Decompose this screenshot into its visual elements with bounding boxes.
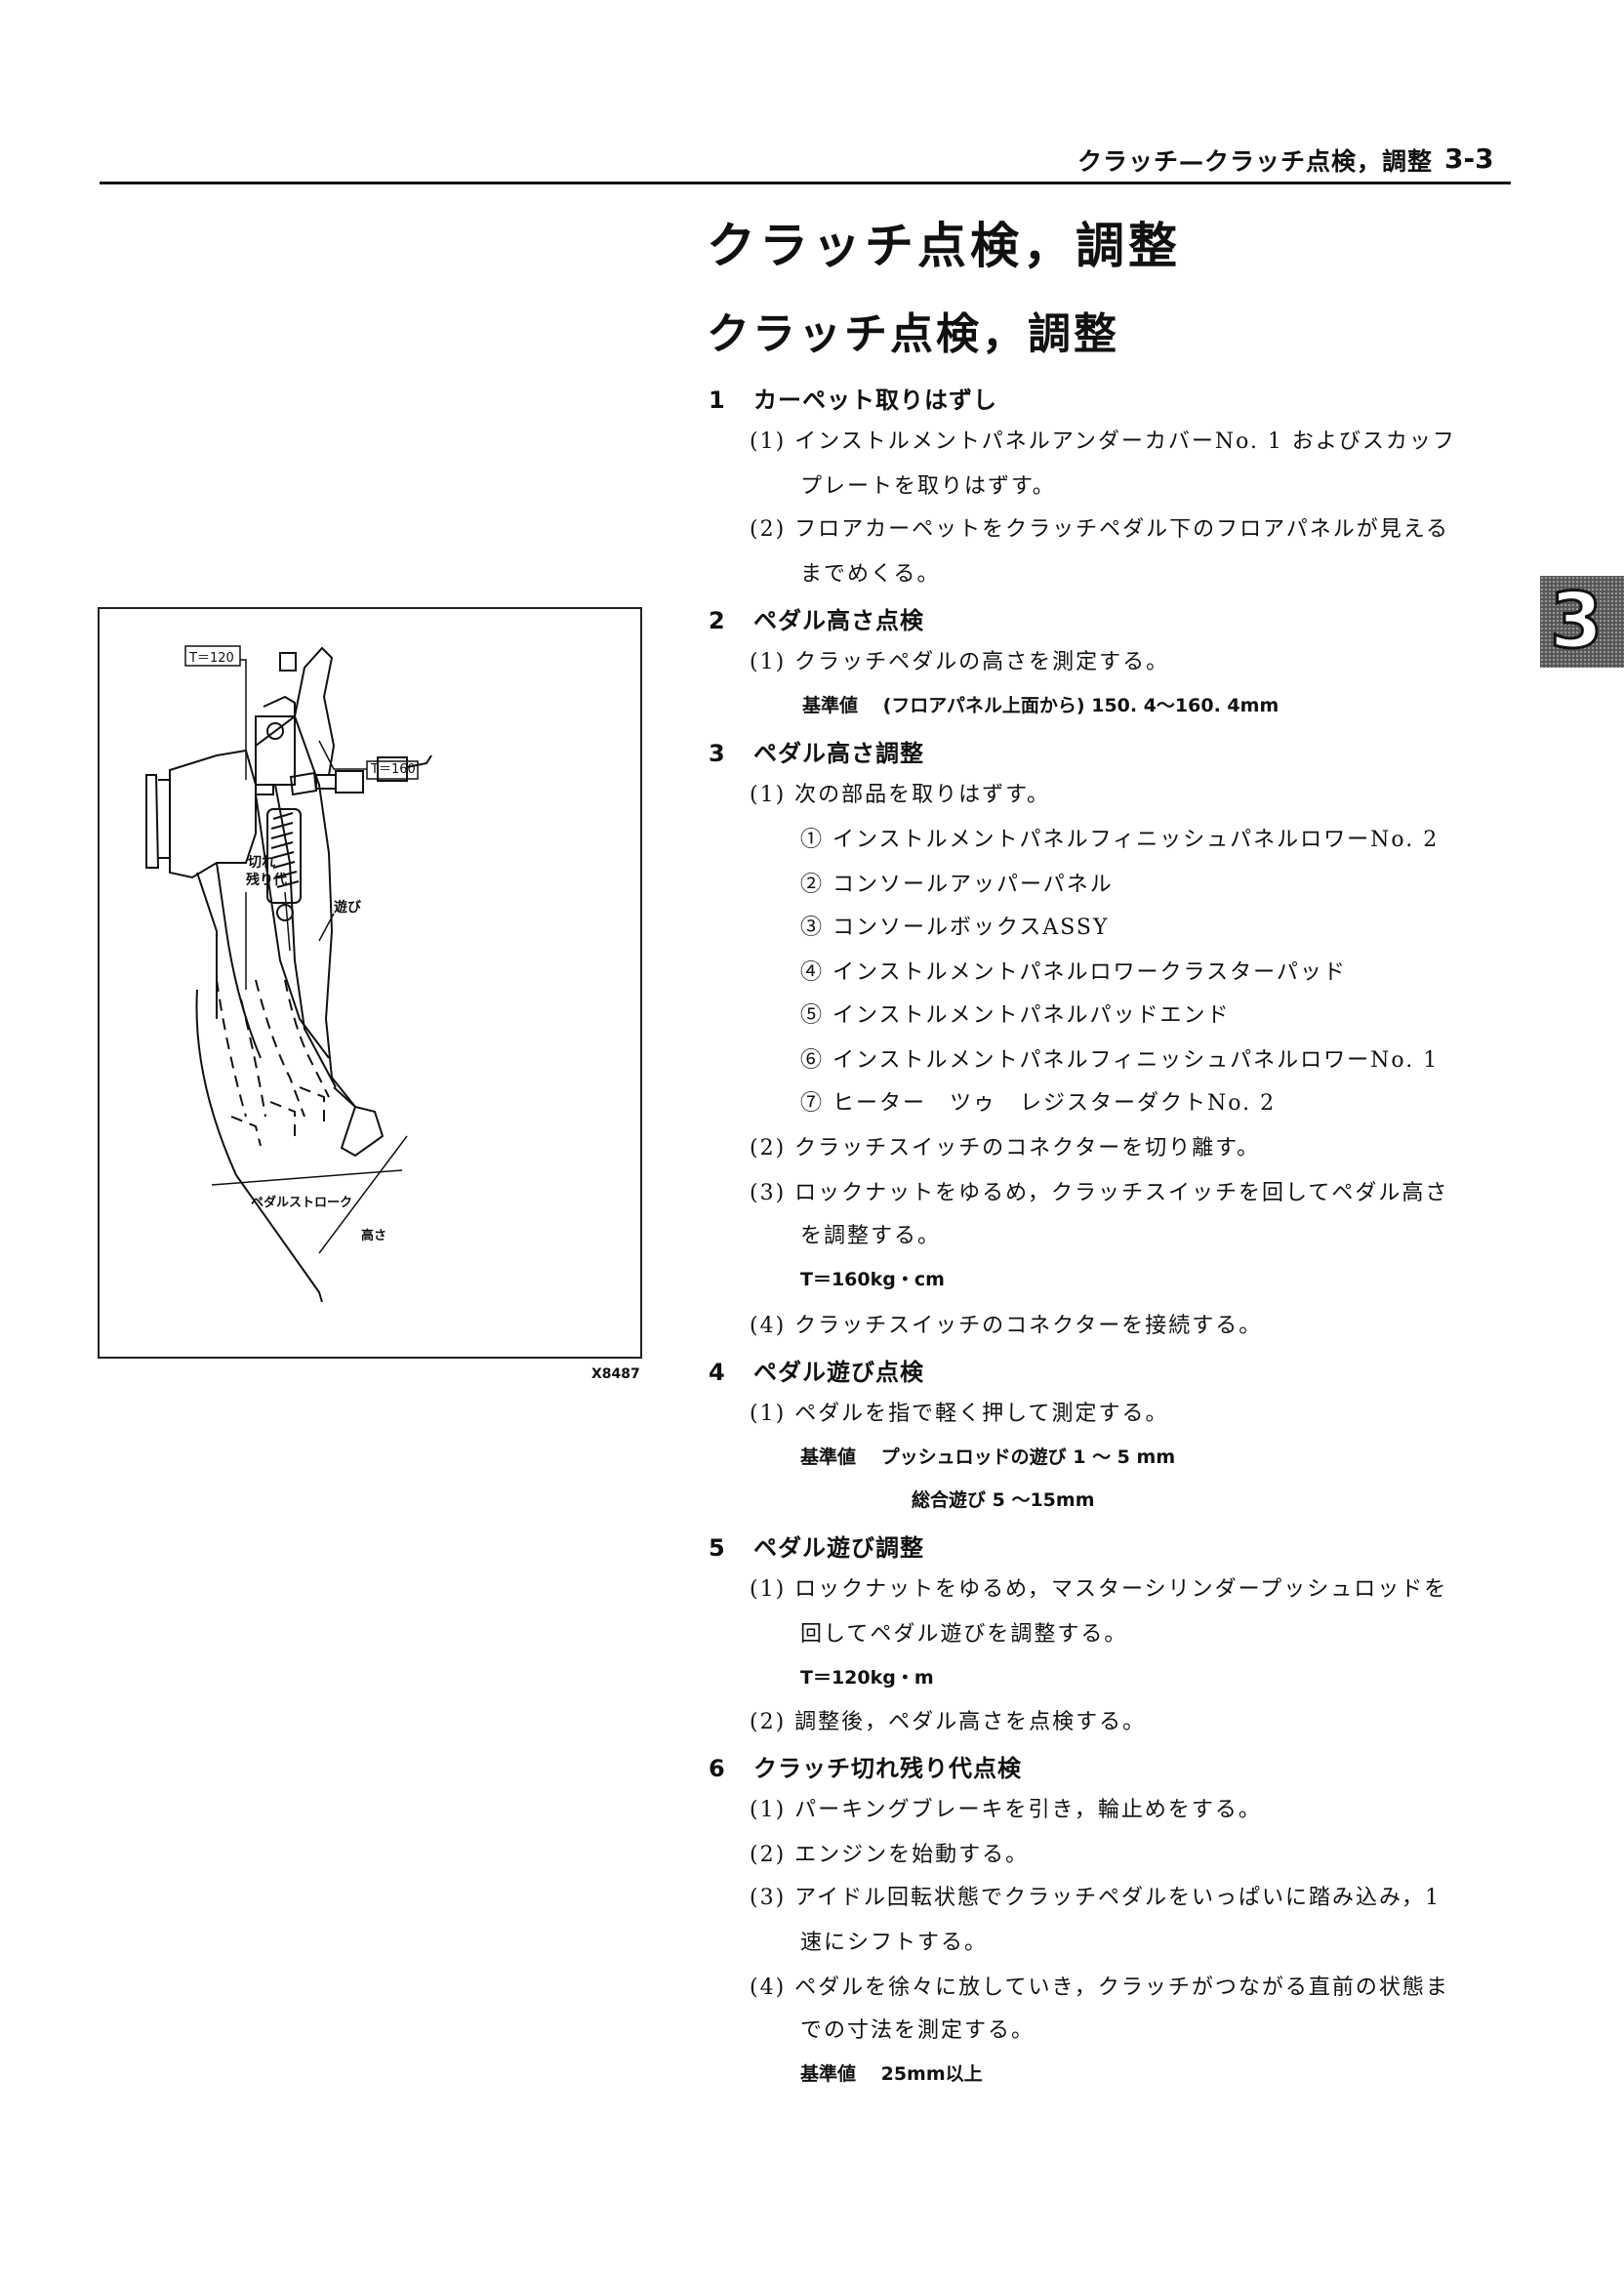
section-2-title: ペダル高さ点検 (753, 607, 924, 634)
section-2-number: 2 (709, 607, 726, 634)
section-3-title: ペダル高さ調整 (753, 740, 924, 767)
label-height: 高さ (361, 1228, 386, 1243)
section-6-standard: 基準値 25mm以上 (800, 2063, 983, 2085)
torque-label-160: T＝160 (370, 762, 416, 777)
section-3-step-4: (4) クラッチスイッチのコネクターを接続する。 (750, 1314, 1263, 1338)
section-1-step-1-line-1: (1) インストルメントパネルアンダーカバーNo. 1 およびスカッフ (750, 429, 1456, 454)
section-4-title: ペダル遊び点検 (753, 1359, 924, 1386)
section-3-part-7: ⑦ ヒーター ツゥ レジスターダクトNo. 2 (800, 1091, 1277, 1116)
section-1-step-2-line-1: (2) フロアカーペットをクラッチペダル下のフロアパネルが見える (750, 517, 1450, 542)
section-4-number: 4 (709, 1359, 726, 1386)
section-1-step-2-line-2: までめくる。 (800, 562, 941, 587)
section-5-title: ペダル遊び調整 (753, 1534, 924, 1562)
section-5-step-1-line-1: (1) ロックナットをゆるめ，マスターシリンダープッシュロッドを (750, 1577, 1448, 1602)
section-6-heading: 6 クラッチ切れ残り代点検 (709, 1749, 1022, 1783)
header-rule (100, 182, 1511, 184)
section-5-step-1-line-2: 回してペダル遊びを調整する。 (800, 1622, 1128, 1647)
section-6-step-2: (2) エンジンを始動する。 (750, 1843, 1030, 1867)
chapter-heading: クラッチ点検，調整 (707, 218, 1181, 274)
section-1-title: カーペット取りはずし (753, 387, 997, 414)
section-3-torque: T＝160kg・cm (800, 1269, 945, 1290)
section-3-step-3-line-2: を調整する。 (800, 1224, 942, 1248)
section-1-heading: 1 カーペット取りはずし (709, 381, 997, 415)
section-6-title: クラッチ切れ残り代点検 (753, 1755, 1022, 1782)
section-3-part-4: ④ インストルメントパネルロワークラスターパッド (800, 960, 1347, 985)
section-4-standard-1: 基準値 プッシュロッドの遊び 1 ～ 5 mm (800, 1446, 1176, 1468)
section-3-part-2: ② コンソールアッパーパネル (800, 873, 1114, 897)
clutch-pedal-illustration: T＝120 T＝160 切れ 残り代 遊び ペダルストローク 高さ (145, 645, 432, 1303)
label-pedal-stroke: ペダルストローク (251, 1195, 352, 1210)
section-3-part-1: ① インストルメントパネルフィニッシュパネルロワーNo. 2 (800, 828, 1440, 852)
section-3-part-3: ③ コンソールボックスASSY (800, 916, 1110, 940)
section-4-step-1: (1) ペダルを指で軽く押して測定する。 (750, 1402, 1169, 1426)
figure-id: X8487 (591, 1366, 640, 1382)
section-2-heading: 2 ペダル高さ点検 (709, 601, 924, 635)
label-asobi: 遊び (334, 899, 362, 916)
clutch-pedal-figure: T＝120 T＝160 切れ 残り代 遊び ペダルストローク 高さ (98, 607, 642, 1359)
chapter-tab: 3 (1540, 576, 1624, 668)
section-3-heading: 3 ペダル高さ調整 (709, 734, 924, 768)
section-6-step-3-line-2: 速にシフトする。 (800, 1931, 989, 1955)
section-3-part-5: ⑤ インストルメントパネルパッドエンド (800, 1003, 1231, 1028)
section-6-number: 6 (709, 1755, 726, 1782)
section-4-heading: 4 ペダル遊び点検 (709, 1353, 924, 1387)
section-2-step-1: (1) クラッチペダルの高さを測定する。 (750, 650, 1170, 674)
section-6-step-4-line-2: での寸法を測定する。 (800, 2018, 1035, 2043)
chapter-tab-label: 3 (1548, 577, 1604, 668)
section-2-standard: 基準値 (フロアパネル上面から) 150. 4～160. 4mm (802, 695, 1279, 716)
section-5-heading: 5 ペダル遊び調整 (709, 1528, 924, 1563)
label-kireru: 切れ (248, 855, 275, 871)
section-3-number: 3 (709, 740, 726, 767)
section-5-torque: T＝120kg・m (800, 1667, 934, 1689)
section-3-step-2: (2) クラッチスイッチのコネクターを切り離す。 (750, 1136, 1261, 1160)
section-1-number: 1 (709, 387, 726, 414)
section-6-step-3-line-1: (3) アイドル回転状態でクラッチペダルをいっぱいに踏み込み，1 (750, 1886, 1441, 1910)
section-5-step-2: (2) 調整後，ペダル高さを点検する。 (750, 1710, 1147, 1734)
section-heading: クラッチ点検，調整 (707, 309, 1119, 359)
page-number: 3-3 (1444, 142, 1494, 175)
section-3-step-3-line-1: (3) ロックナットをゆるめ，クラッチスイッチを回してペダル高さ (750, 1181, 1449, 1205)
torque-label-120: T＝120 (188, 651, 234, 666)
section-1-step-1-line-2: プレートを取りはずす。 (800, 474, 1056, 499)
section-6-step-1: (1) パーキングブレーキを引き，輪止めをする。 (750, 1798, 1262, 1822)
section-4-standard-2: 総合遊び 5 ～15mm (912, 1489, 1095, 1511)
section-3-step-1: (1) 次の部品を取りはずす。 (750, 783, 1050, 807)
section-6-step-4-line-1: (4) ペダルを徐々に放していき，クラッチがつながる直前の状態ま (750, 1975, 1449, 2000)
section-5-number: 5 (709, 1534, 726, 1562)
running-header-title: クラッチ—クラッチ点検，調整 (1076, 147, 1433, 176)
section-3-part-6: ⑥ インストルメントパネルフィニッシュパネルロワーNo. 1 (800, 1048, 1440, 1073)
label-nokori: 残り代 (246, 872, 287, 888)
